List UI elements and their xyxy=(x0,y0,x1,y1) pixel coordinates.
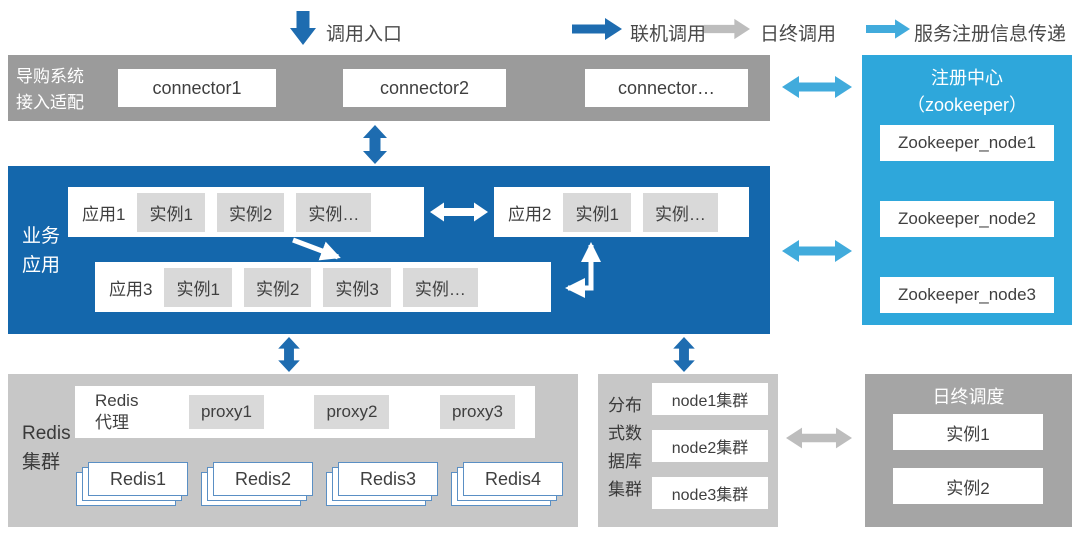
db-node-box: node3集群 xyxy=(652,477,768,509)
app3-instance-box: 实例1 xyxy=(164,267,232,307)
service-registration-arrow-icon xyxy=(866,19,910,39)
app2-instance-box: 实例1 xyxy=(563,192,631,232)
app2-instance-box: 实例… xyxy=(642,192,718,232)
db-node-box: node1集群 xyxy=(652,383,768,415)
registry-panel-title: 注册中心 （zookeeper） xyxy=(906,68,1028,115)
call-entry-down-arrow-icon xyxy=(290,11,316,45)
db-band: 分布 式数 据库 集群 node1集群 node2集群 node3集群 xyxy=(598,374,778,527)
db-dayend-double-arrow-icon xyxy=(786,427,852,449)
legend-call-entry-label: 调用入口 xyxy=(326,24,403,45)
connector-box: connector… xyxy=(585,69,748,107)
redis-node-stack: Redis4 xyxy=(451,462,563,506)
redis-node-box: Redis4 xyxy=(463,462,563,496)
proxy-box-item: proxy2 xyxy=(314,395,390,429)
proxy-box-item: proxy3 xyxy=(439,395,515,429)
day-end-call-arrow-icon xyxy=(704,18,750,40)
registry-panel: 注册中心 （zookeeper） Zookeeper_node1 Zookeep… xyxy=(862,55,1072,325)
dayend-instance-box: 实例2 xyxy=(893,468,1043,504)
legend-online-call-label: 联机调用 xyxy=(630,24,707,45)
redis-node-stack: Redis3 xyxy=(326,462,438,506)
app1-container: 应用1 实例1 实例2 实例… xyxy=(68,187,424,237)
zookeeper-node-box: Zookeeper_node1 xyxy=(880,125,1054,161)
registry-business-double-arrow-icon xyxy=(782,240,852,262)
dayend-panel-title: 日终调度 xyxy=(932,387,1005,407)
app1-app2-double-arrow-icon xyxy=(430,202,488,222)
business-redis-double-arrow-icon xyxy=(278,337,300,372)
connector-box: connector1 xyxy=(118,69,276,107)
db-node-box: node2集群 xyxy=(652,430,768,462)
connector-business-double-arrow-icon xyxy=(363,125,387,164)
app3-label: 应用3 xyxy=(109,279,153,299)
app3-instance-box: 实例2 xyxy=(243,267,312,307)
zookeeper-node-box: Zookeeper_node3 xyxy=(880,277,1054,313)
business-band-label: 业务 应用 xyxy=(22,226,61,277)
redis-node-stack: Redis1 xyxy=(76,462,188,506)
business-db-double-arrow-icon xyxy=(673,337,695,372)
app3-instance-box: 实例3 xyxy=(323,267,391,307)
redis-node-stack: Redis2 xyxy=(201,462,313,506)
dayend-instance-box: 实例1 xyxy=(893,414,1043,450)
app1-instance-box: 实例… xyxy=(296,192,372,232)
app1-label: 应用1 xyxy=(82,204,126,224)
connector-band-label: 导购系统 接入适配 xyxy=(16,67,84,113)
app3-container: 应用3 实例1 实例2 实例3 实例… xyxy=(95,262,551,312)
redis-node-box: Redis2 xyxy=(213,462,313,496)
zookeeper-node-box: Zookeeper_node2 xyxy=(880,201,1054,237)
redis-band-label: Redis 集群 xyxy=(22,423,71,473)
app2-container: 应用2 实例1 实例… xyxy=(494,187,749,237)
legend-service-registration-label: 服务注册信息传递 xyxy=(914,24,1067,45)
app2-label: 应用2 xyxy=(508,204,552,224)
app1-instance-box: 实例2 xyxy=(216,192,285,232)
redis-node-box: Redis1 xyxy=(88,462,188,496)
proxy-box-item: proxy1 xyxy=(188,395,264,429)
registry-top-double-arrow-icon xyxy=(782,76,852,98)
redis-node-box: Redis3 xyxy=(338,462,438,496)
connector-box: connector2 xyxy=(343,69,506,107)
app1-instance-box: 实例1 xyxy=(137,192,205,232)
db-band-label: 分布 式数 据库 集群 xyxy=(608,396,642,500)
legend-day-end-call-label: 日终调用 xyxy=(760,24,837,45)
dayend-panel: 日终调度 实例1 实例2 xyxy=(865,374,1072,527)
redis-proxy-label: Redis 代理 xyxy=(95,390,139,432)
online-call-arrow-icon xyxy=(572,18,622,40)
redis-proxy-container: Redis 代理 proxy1 proxy2 proxy3 xyxy=(75,386,535,438)
app3-instance-box: 实例… xyxy=(402,267,478,307)
